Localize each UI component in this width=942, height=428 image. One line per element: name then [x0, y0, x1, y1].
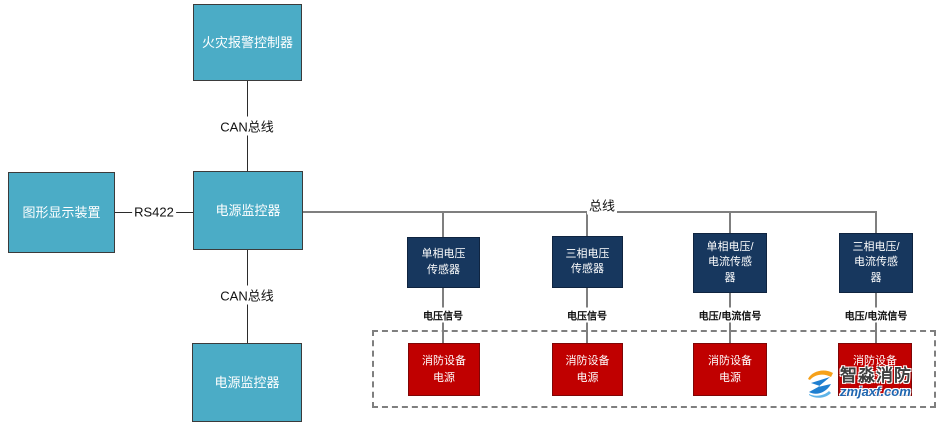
label-rs422: RS422 [132, 204, 176, 220]
watermark-brand: 智淼消防 [840, 366, 912, 386]
label-voltage-signal-1: 电压信号 [422, 307, 464, 323]
label-voltage-signal-2: 电压信号 [566, 307, 608, 323]
node-sensor-three-phase-voltage-current: 三相电压/ 电流传感 器 [839, 233, 913, 293]
label-can-bus-bottom: CAN总线 [218, 285, 276, 305]
label-voltage-current-signal-1: 电压/电流信号 [697, 307, 763, 323]
node-sensor-single-phase-voltage: 单相电压 传感器 [407, 237, 480, 288]
node-graphic-display-device: 图形显示装置 [8, 172, 115, 253]
node-fire-equipment-power-2: 消防设备 电源 [552, 343, 623, 396]
edge-bus-drop-4 [875, 212, 877, 233]
node-sensor-single-phase-voltage-current: 单相电压/ 电流传感 器 [693, 233, 767, 293]
edge-bus-drop-3 [729, 212, 731, 233]
node-fire-equipment-power-3: 消防设备 电源 [693, 343, 767, 396]
fire-equipment-power-zone [372, 330, 936, 408]
edge-bus-drop-1 [442, 212, 444, 237]
node-sensor-three-phase-voltage: 三相电压 传感器 [552, 236, 623, 288]
label-bus: 总线 [586, 195, 618, 215]
label-can-bus-top: CAN总线 [218, 116, 276, 136]
watermark-domain: zmjaxf.com [840, 384, 911, 400]
watermark-logo-icon [805, 367, 837, 399]
edge-bus-drop-2 [586, 212, 588, 236]
node-power-monitor-bottom: 电源监控器 [192, 343, 302, 422]
node-fire-equipment-power-1: 消防设备 电源 [408, 343, 480, 396]
watermark: 智淼消防 zmjaxf.com [804, 366, 912, 400]
node-fire-equipment-power-4: 消防设备 电源 [838, 343, 912, 396]
label-voltage-current-signal-2: 电压/电流信号 [843, 307, 909, 323]
node-fire-alarm-controller: 火灾报警控制器 [193, 4, 302, 81]
node-power-monitor: 电源监控器 [193, 171, 303, 250]
